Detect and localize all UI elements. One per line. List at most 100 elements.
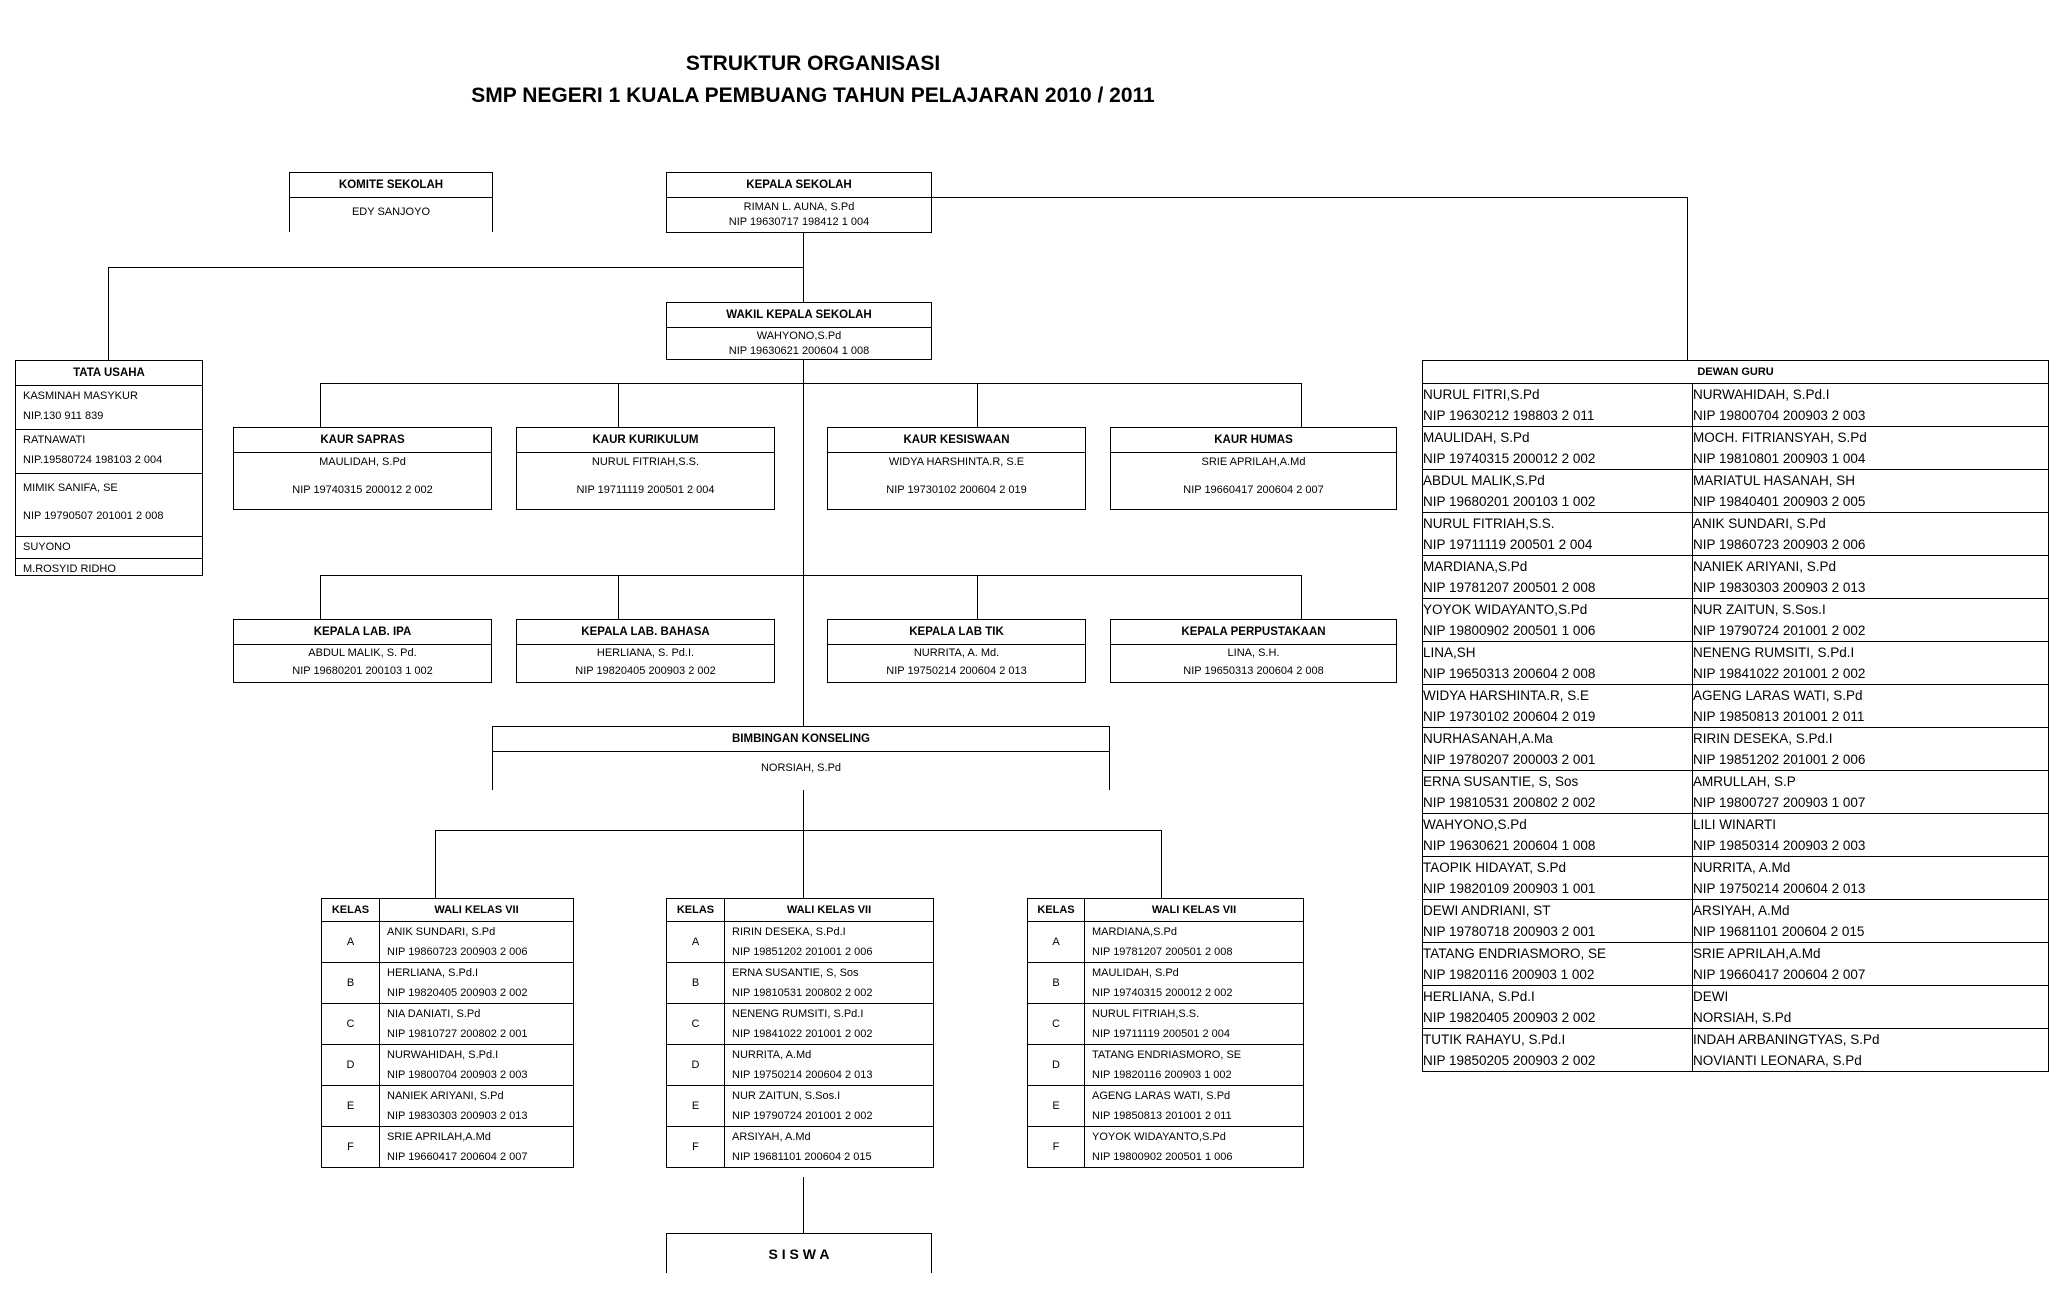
kaur-name: SRIE APRILAH,A.Md: [1201, 456, 1306, 468]
connector: [1687, 197, 1688, 360]
lab-tik-box: KEPALA LAB TIK NURRITA, A. Md. NIP 19750…: [827, 619, 1086, 683]
kaur-label: KAUR HUMAS: [1111, 428, 1396, 453]
chart-title: STRUKTUR ORGANISASI: [685, 52, 941, 75]
kepala-box: KEPALA SEKOLAH RIMAN L. AUNA, S.Pd NIP 1…: [666, 172, 932, 233]
tata-usaha-entry: RATNAWATI NIP.19580724 198103 2 004: [16, 429, 202, 473]
col-kelas: KELAS: [666, 898, 725, 922]
connector: [435, 830, 1161, 831]
connector: [618, 383, 619, 427]
connector: [803, 232, 804, 302]
bk-label: BIMBINGAN KONSELING: [493, 727, 1109, 752]
col-wali: WALI KELAS VII: [724, 898, 934, 922]
kepala-label: KEPALA SEKOLAH: [667, 173, 931, 198]
kaur-label: KAUR SAPRAS: [234, 428, 491, 453]
chart-subtitle: SMP NEGERI 1 KUALA PEMBUANG TAHUN PELAJA…: [471, 84, 1155, 107]
connector: [320, 383, 321, 427]
kepala-nip: NIP 19630717 198412 1 004: [728, 216, 870, 228]
connector: [320, 575, 321, 619]
komite-name: EDY SANJOYO: [351, 206, 431, 218]
lab-bahasa-box: KEPALA LAB. BAHASA HERLIANA, S. Pd.I. NI…: [516, 619, 775, 683]
connector: [803, 1177, 804, 1233]
kaur-name: NURUL FITRIAH,S.S.: [591, 456, 700, 468]
kaur-label: KAUR KESISWAAN: [828, 428, 1085, 453]
table-row: NURUL FITRIAH,S.S.NIP 19711119 200501 2 …: [1422, 512, 2050, 556]
connector: [435, 830, 436, 898]
lab-label: KEPALA LAB. BAHASA: [517, 620, 774, 645]
kaur-kurikulum-box: KAUR KURIKULUM NURUL FITRIAH,S.S. NIP 19…: [516, 427, 775, 510]
kaur-kesiswaan-box: KAUR KESISWAAN WIDYA HARSHINTA.R, S.E NI…: [827, 427, 1086, 510]
connector: [803, 359, 804, 790]
tata-usaha-label: TATA USAHA: [73, 367, 145, 379]
kaur-humas-box: KAUR HUMAS SRIE APRILAH,A.Md NIP 1966041…: [1110, 427, 1397, 510]
connector: [803, 790, 804, 830]
connector: [320, 575, 1301, 576]
lab-name: ABDUL MALIK, S. Pd.: [308, 647, 417, 659]
komite-box: KOMITE SEKOLAH EDY SANJOYO: [289, 172, 493, 232]
komite-label: KOMITE SEKOLAH: [290, 173, 492, 198]
wakil-name: WAHYONO,S.Pd: [756, 330, 842, 342]
wakil-label: WAKIL KEPALA SEKOLAH: [667, 303, 931, 328]
tata-usaha-entry: KASMINAH MASYKUR NIP.130 911 839: [16, 385, 202, 429]
col-kelas: KELAS: [321, 898, 380, 922]
lab-nip: NIP 19750214 200604 2 013: [886, 665, 1027, 677]
wakil-box: WAKIL KEPALA SEKOLAH WAHYONO,S.Pd NIP 19…: [666, 302, 932, 360]
connector: [803, 830, 804, 898]
connector: [108, 267, 109, 360]
kaur-nip: NIP 19711119 200501 2 004: [576, 484, 715, 496]
tata-usaha-box: TATA USAHA KASMINAH MASYKUR NIP.130 911 …: [15, 360, 203, 576]
lab-name: HERLIANA, S. Pd.I.: [596, 647, 695, 659]
kaur-name: WIDYA HARSHINTA.R, S.E: [888, 456, 1025, 468]
lab-nip: NIP 19680201 200103 1 002: [292, 665, 433, 677]
wakil-nip: NIP 19630621 200604 1 008: [728, 345, 870, 357]
col-kelas: KELAS: [1027, 898, 1085, 922]
connector: [977, 383, 978, 427]
connector: [1161, 830, 1162, 898]
kaur-nip: NIP 19660417 200604 2 007: [1183, 484, 1324, 496]
connector: [1301, 383, 1302, 427]
kaur-nip: NIP 19730102 200604 2 019: [886, 484, 1027, 496]
kaur-label: KAUR KURIKULUM: [517, 428, 774, 453]
connector: [1301, 575, 1302, 619]
col-wali: WALI KELAS VII: [1084, 898, 1304, 922]
lab-label: KEPALA PERPUSTAKAAN: [1111, 620, 1396, 645]
siswa-box: S I S W A: [666, 1233, 932, 1273]
dewan-guru-label: DEWAN GURU: [1421, 360, 2050, 384]
connector: [977, 575, 978, 619]
perpustakaan-box: KEPALA PERPUSTAKAAN LINA, S.H. NIP 19650…: [1110, 619, 1397, 683]
lab-nip: NIP 19820405 200903 2 002: [575, 665, 716, 677]
col-wali: WALI KELAS VII: [379, 898, 574, 922]
tata-usaha-entry: MIMIK SANIFA, SE NIP 19790507 201001 2 0…: [16, 473, 202, 536]
connector: [931, 197, 1687, 198]
connector: [320, 383, 1301, 384]
